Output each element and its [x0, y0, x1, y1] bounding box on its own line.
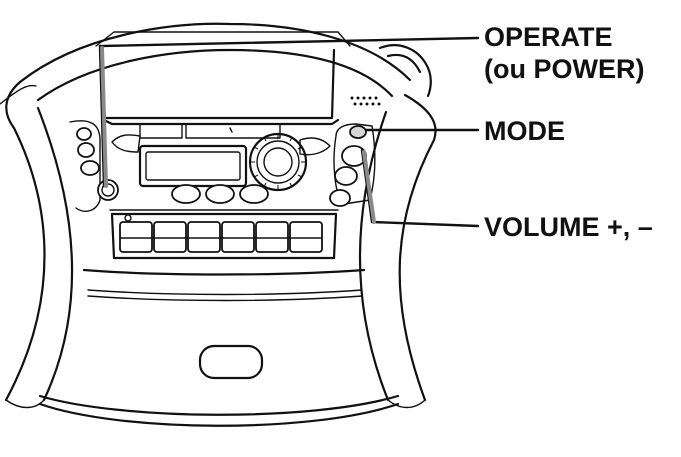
deck-button-1[interactable]	[119, 221, 153, 253]
boombox-right-side	[358, 93, 437, 409]
boombox-left-side	[4, 80, 74, 409]
mode-button[interactable]	[349, 125, 367, 139]
handle-recess	[198, 344, 264, 380]
left-button-1[interactable]	[76, 127, 92, 141]
leader-lines	[98, 36, 480, 228]
handle-icon	[0, 44, 432, 105]
deck-button-6[interactable]	[289, 221, 323, 253]
speaker-grille	[350, 96, 381, 106]
volume-down-button[interactable]	[334, 166, 358, 186]
volume-label: VOLUME +, –	[484, 212, 653, 242]
right-button-lower[interactable]	[329, 189, 351, 207]
cd-button-2[interactable]	[205, 184, 235, 204]
deck-button-2[interactable]	[153, 221, 187, 253]
deck-button-3[interactable]	[187, 221, 221, 253]
tuning-dial-icon	[248, 132, 308, 192]
boombox-lower-body	[38, 268, 400, 427]
lcd-display	[138, 144, 248, 188]
cd-button-3[interactable]	[239, 184, 269, 204]
operate-label: OPERATE	[484, 22, 613, 52]
cd-control-buttons	[171, 184, 269, 204]
operate-button[interactable]	[97, 179, 119, 201]
left-button-3[interactable]	[80, 160, 100, 176]
mode-label: MODE	[484, 116, 565, 146]
deck-button-4[interactable]	[221, 221, 255, 253]
power-label: (ou POWER)	[484, 54, 645, 84]
boombox-top	[18, 22, 412, 120]
left-buttons	[69, 120, 119, 212]
deck-button-5[interactable]	[255, 221, 289, 253]
left-button-2[interactable]	[77, 142, 95, 158]
right-buttons	[329, 123, 376, 207]
cd-button-1[interactable]	[171, 184, 201, 204]
cassette-deck	[109, 209, 339, 260]
